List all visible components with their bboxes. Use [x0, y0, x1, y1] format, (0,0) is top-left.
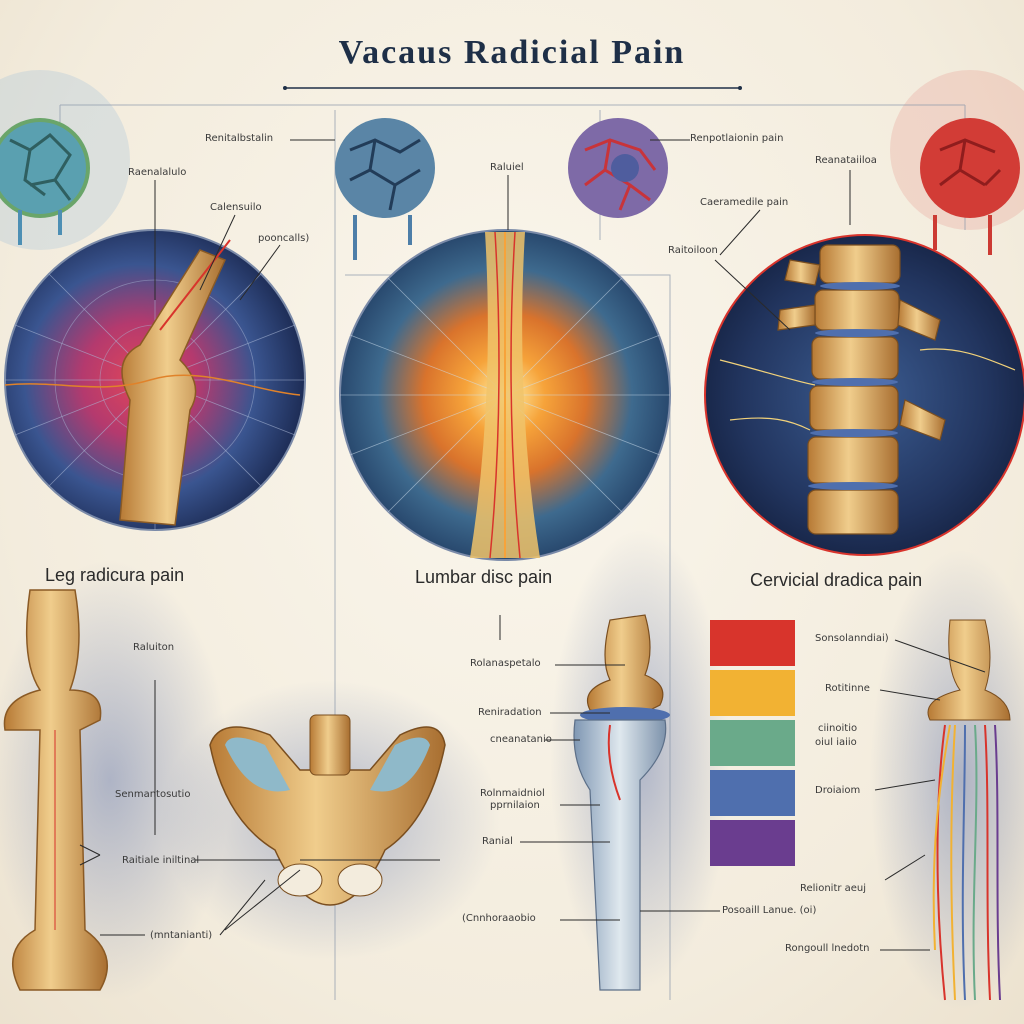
leg-disc-illustration	[4, 229, 306, 531]
nerve-bundle-illustration	[927, 619, 1011, 1001]
caption-leg: Leg radicura pain	[45, 565, 185, 585]
scale-swatch-red	[710, 620, 795, 666]
label-n: Rolanaspetalo	[470, 658, 541, 669]
nerve-cell-red-icon	[920, 118, 1020, 255]
label-s: Ranial	[482, 836, 513, 847]
label-f: Renpotlaionin pain	[690, 133, 784, 144]
nerve-cell-blue-icon	[0, 118, 90, 245]
label-t: (Cnnhoraaobio	[462, 913, 536, 924]
color-scale	[710, 620, 795, 866]
caption-cervical: Cervicial dradica pain	[750, 570, 923, 590]
label-e: Raluiel	[490, 162, 524, 173]
label-y: oiul iaiio	[815, 737, 857, 748]
lumbar-disc-illustration	[339, 229, 671, 561]
label-h: Reanataiiloa	[815, 155, 877, 166]
label-k: Senmantosutio	[115, 789, 191, 800]
page-title: Vacaus Radicial Pain	[338, 34, 686, 71]
femur-illustration	[3, 589, 108, 991]
tibia-illustration	[573, 614, 670, 991]
label-o: Reniradation	[478, 707, 542, 718]
label-w: Rotitinne	[825, 683, 870, 694]
scale-swatch-purple	[710, 820, 795, 866]
label-i: Raitoiloon	[668, 245, 718, 256]
label-m: (mntanianti)	[150, 930, 213, 941]
label-u: Posoaill Lanue. (oi)	[722, 905, 817, 916]
label-d: pooncalls)	[258, 233, 310, 244]
label-ab: Rongoull lnedotn	[785, 943, 870, 954]
nerve-cell-teal-icon	[335, 118, 435, 260]
label-x: ciinoitio	[818, 723, 858, 734]
caption-lumbar: Lumbar disc pain	[415, 567, 553, 587]
label-q: Rolnmaidniol	[480, 788, 545, 799]
label-g: Caeramedile pain	[700, 197, 789, 208]
nerve-cell-purple-icon	[568, 118, 668, 218]
scale-swatch-yellow	[710, 670, 795, 716]
label-p: cneanatanio	[490, 734, 552, 745]
label-r: pprnilaion	[490, 800, 540, 811]
label-l: Raitiale iniltinal	[122, 855, 200, 866]
label-aa: Relionitr aeuj	[800, 883, 867, 894]
scale-swatch-blue	[710, 770, 795, 816]
scale-swatch-green	[710, 720, 795, 766]
label-z: Droiaiom	[815, 785, 861, 796]
label-v: Sonsolanndiai)	[815, 633, 889, 644]
label-c: Calensuilo	[210, 202, 262, 213]
pelvis-illustration	[209, 714, 446, 906]
cervical-disc-illustration	[704, 234, 1024, 556]
label-b: Raenalalulo	[128, 167, 187, 178]
label-a: Renitalbstalin	[205, 133, 274, 144]
label-j: Raluiton	[133, 642, 175, 653]
